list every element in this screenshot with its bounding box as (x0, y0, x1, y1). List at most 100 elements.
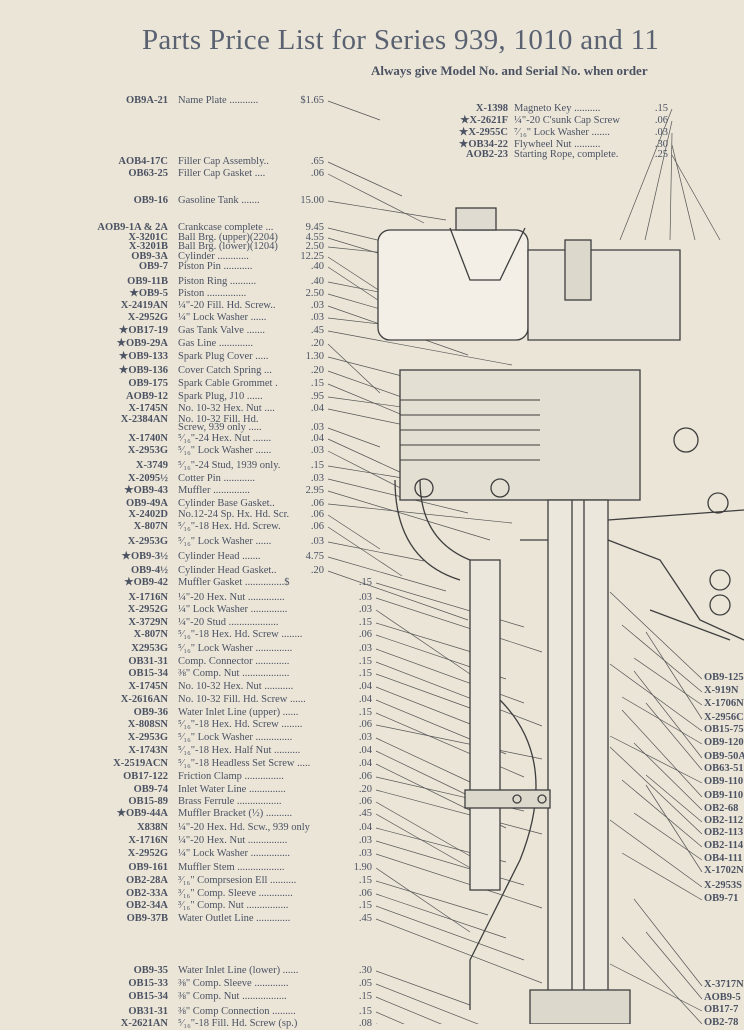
part-number: OB31-31 (128, 656, 168, 667)
part-number: OB31-31 (128, 1006, 168, 1017)
part-description: Cylinder ............ (178, 251, 249, 262)
part-description: ³⁄₁₆" Comprsesion Ell .......... (178, 875, 297, 886)
part-description: ³⁄₁₆" Comp. Sleeve ............. (178, 888, 293, 899)
leader-line (633, 898, 703, 987)
part-description: Name Plate ........... (178, 95, 259, 106)
part-description: ⁵⁄₁₆"-24 Hex. Nut ....... (178, 433, 272, 444)
part-price: .04 (358, 822, 372, 833)
part-description: ⁷⁄₁₆" Lock Washer ....... (514, 127, 610, 138)
part-price: .03 (358, 848, 372, 859)
part-number: X-2952G (127, 312, 168, 323)
part-number: X-2095½ (128, 473, 168, 484)
part-number: X-3201C (128, 232, 168, 243)
part-number: X-1398 (475, 103, 508, 114)
part-description: Gas Tank Valve ....... (178, 325, 265, 336)
leader-line (327, 161, 403, 197)
leader-line (375, 983, 479, 1024)
part-number: X-1706N (704, 698, 744, 709)
part-price: .15 (358, 1006, 372, 1017)
part-number: X-919N (704, 685, 739, 696)
leader-line (327, 200, 447, 221)
leader-line (375, 970, 471, 1006)
leader-line (327, 173, 425, 224)
part-description: No. 10-32 Hex. Nut .... (178, 403, 275, 414)
part-number: X-1702N (704, 865, 744, 876)
part-number: ★OB9-133 (118, 351, 168, 362)
part-number: OB2-34A (126, 900, 168, 911)
part-price: .03 (310, 422, 324, 433)
part-number: OB15-34 (128, 668, 168, 679)
part-number: X-1716N (128, 592, 168, 603)
leader-line (375, 1011, 405, 1024)
part-number: OB9-74 (133, 784, 168, 795)
part-number: OB17-122 (123, 771, 168, 782)
part-description: ¼" Lock Washer ............... (178, 848, 291, 859)
part-number: AOB4-17C (118, 156, 168, 167)
part-price: .65 (310, 156, 324, 167)
part-price: .03 (310, 312, 324, 323)
leader-line (327, 514, 381, 550)
leader-line (375, 737, 471, 783)
part-number: OB4-111 (704, 853, 743, 864)
part-number: ★OB9-44A (116, 808, 168, 819)
leader-line (633, 812, 703, 861)
part-description: ⁵⁄₁₆"-18 Hex. Hd. Screw ........ (178, 629, 303, 640)
part-description: ¼"-20 C'sunk Cap Screw (514, 115, 620, 126)
part-description: Ball Brg. (upper)(2204) (178, 232, 278, 243)
part-price: .04 (310, 403, 324, 414)
part-description: Starting Rope, complete. (514, 149, 619, 160)
part-price: 2.50 (305, 288, 324, 299)
part-number: OB9-37B (126, 913, 168, 924)
part-number: AOB9-5 (704, 992, 741, 1003)
part-number: OB9-110 (704, 776, 744, 787)
part-description: ⁵⁄₁₆"-18 Hex. Hd. Screw ........ (178, 719, 303, 730)
part-price: .05 (358, 978, 372, 989)
leader-line (375, 673, 471, 709)
leader-line (375, 789, 543, 835)
part-description: ⅜" Comp Connection ......... (178, 1006, 296, 1017)
part-description: Cotter Pin ............ (178, 473, 256, 484)
parts-list-row: OB31-31 ⅜" Comp Connection ......... .15 (0, 1006, 400, 1018)
part-number: X-3717N (704, 979, 744, 990)
part-description: ⁵⁄₁₆" Lock Washer .............. (178, 643, 293, 654)
page-title: Parts Price List for Series 939, 1010 an… (142, 24, 660, 56)
part-price: .03 (358, 732, 372, 743)
leader-line (375, 880, 489, 916)
leader-line (375, 597, 543, 653)
part-number: X-2616AN (120, 694, 168, 705)
part-description: No. 10-32 Hex. Nut ........... (178, 681, 294, 692)
part-price: .04 (358, 681, 372, 692)
part-price: .95 (310, 391, 324, 402)
leader-line (327, 256, 381, 292)
leader-line (375, 918, 543, 984)
leader-line (327, 356, 403, 377)
part-description: Piston ............... (178, 288, 247, 299)
part-description: No.12-24 Sp. Hx. Hd. Scr. (178, 509, 290, 520)
leader-line (645, 631, 703, 720)
leader-line (609, 735, 703, 784)
part-number: OB9-125 (704, 672, 744, 683)
part-number: OB15-75 (704, 724, 744, 735)
part-number: AOB2-23 (466, 149, 508, 160)
part-number: X-3749 (135, 460, 168, 471)
part-price: .40 (310, 261, 324, 272)
part-description: Spark Plug, J10 ...... (178, 391, 263, 402)
part-price: .20 (310, 338, 324, 349)
part-description: Piston Pin ........... (178, 261, 253, 272)
leader-line (375, 609, 471, 675)
part-description: ⁵⁄₁₆"-18 Fill. Hd. Screw (sp.) (178, 1018, 298, 1029)
leader-line (375, 867, 471, 933)
